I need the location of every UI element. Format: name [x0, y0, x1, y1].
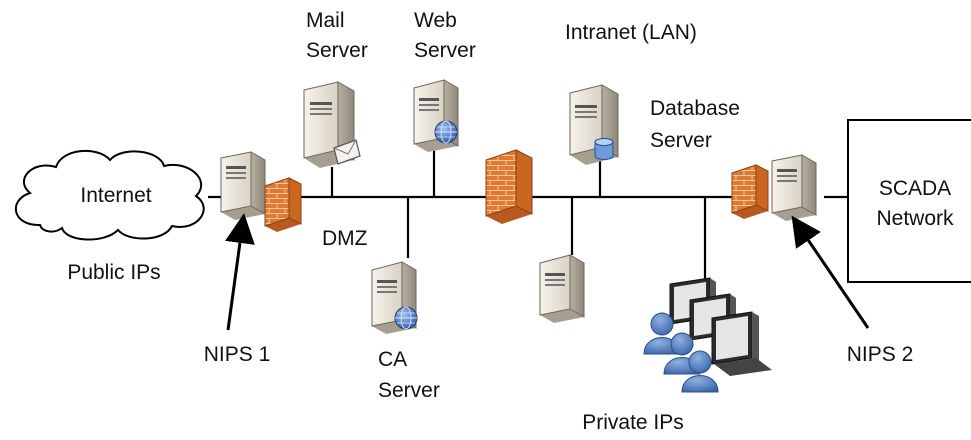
nips2-server-icon: [771, 154, 817, 221]
database-server-label-line1: Database: [650, 97, 740, 120]
web-server-label-line2: Server: [414, 39, 476, 62]
monitor-icon: [711, 311, 772, 376]
nips2-label: NIPS 2: [846, 343, 914, 366]
mail-server-label-line2: Server: [306, 39, 368, 62]
mail-server-label-line1: Mail: [306, 9, 345, 32]
database-icon: [594, 138, 614, 160]
web-server-label-line1: Web: [414, 9, 457, 32]
public-ips-label: Public IPs: [67, 261, 161, 284]
cloud-icon: [14, 149, 205, 241]
arrow-icon: [225, 213, 255, 331]
internet-label: Internet: [80, 184, 152, 207]
private-ips-label: Private IPs: [582, 411, 684, 434]
globe-icon: [394, 306, 418, 330]
ca-server-label-line2: Server: [378, 379, 440, 402]
scada-label-line1: SCADA: [878, 177, 952, 200]
firewall-icon: [731, 164, 769, 219]
globe-icon: [434, 120, 458, 144]
internal-server-icon: [539, 254, 585, 323]
arrow-icon: [791, 215, 870, 329]
workstations-group: [643, 277, 772, 393]
database-server-label-line2: Server: [650, 129, 712, 152]
ca-server-label-line1: CA: [378, 348, 408, 371]
scada-network-box: [847, 119, 971, 283]
intranet-label: Intranet (LAN): [565, 21, 697, 44]
mail-server-icon: [303, 81, 361, 168]
firewall-icon: [485, 149, 533, 224]
nips1-server-icon: [220, 151, 266, 220]
user-icon: [681, 350, 719, 393]
nips1-label: NIPS 1: [203, 343, 271, 366]
firewall-icon: [264, 177, 302, 232]
scada-label-line2: Network: [876, 207, 954, 230]
dmz-label: DMZ: [322, 227, 368, 250]
